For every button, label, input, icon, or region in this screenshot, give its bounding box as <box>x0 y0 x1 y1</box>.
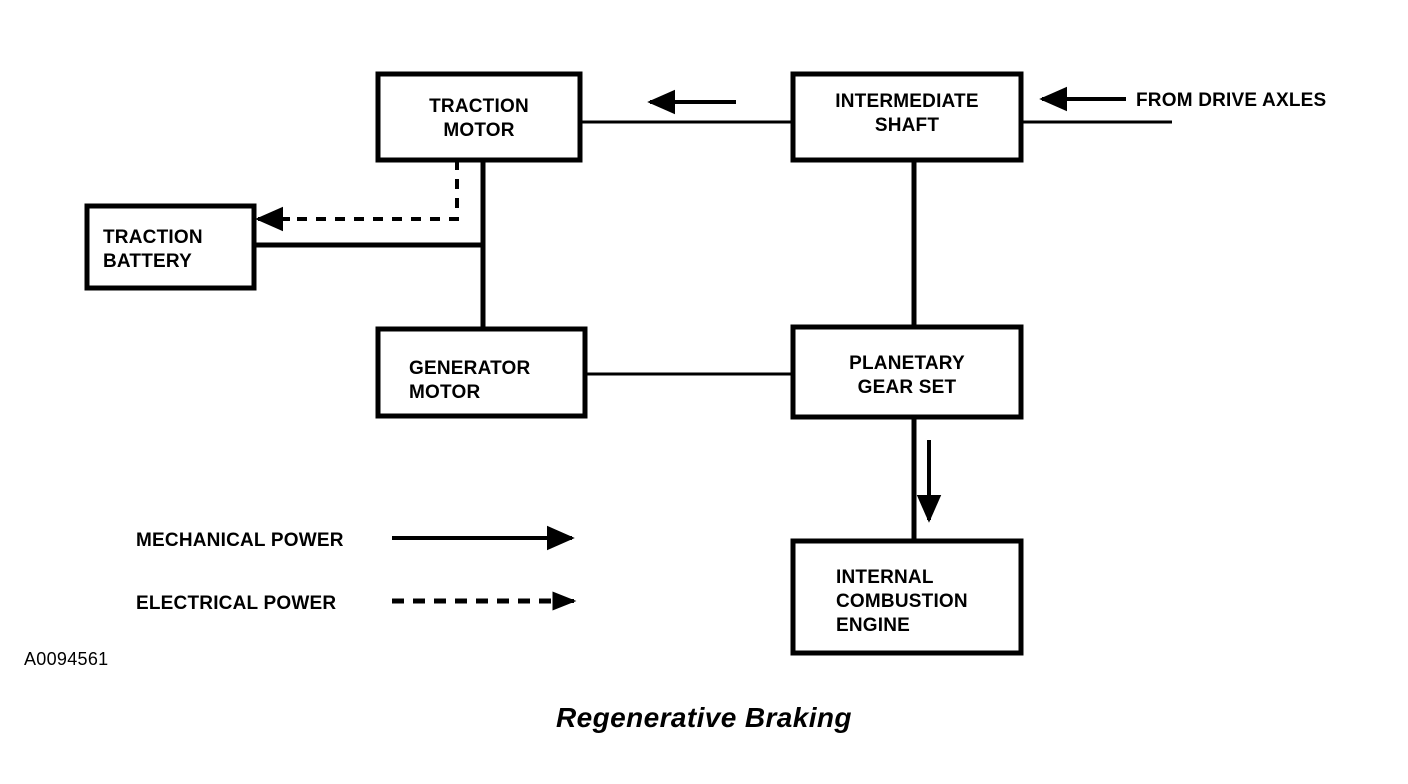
block-traction-battery[interactable]: TRACTION BATTERY <box>84 203 257 291</box>
figure-caption: Regenerative Braking <box>556 702 852 733</box>
block-intermediate-shaft-rect <box>790 71 1024 163</box>
block-traction-motor-label: TRACTION <box>429 96 529 117</box>
block-generator-motor-rect <box>375 326 588 419</box>
block-generator-motor-label: GENERATOR <box>409 358 531 379</box>
block-intermediate-shaft-label: INTERMEDIATE <box>835 91 979 112</box>
block-internal-combustion-engine-rect <box>790 538 1024 656</box>
block-intermediate-shaft[interactable]: INTERMEDIATE SHAFT <box>790 71 1024 163</box>
block-internal-combustion-engine[interactable]: INTERNAL COMBUSTION ENGINE <box>790 538 1024 656</box>
block-traction-battery-rect <box>84 203 257 291</box>
block-internal-combustion-engine-label: INTERNAL <box>836 567 934 588</box>
block-traction-battery-label: TRACTION <box>103 227 203 248</box>
block-planetary-gear-set-label-2: GEAR SET <box>858 377 957 398</box>
block-intermediate-shaft-label-2: SHAFT <box>875 115 940 136</box>
block-planetary-gear-set-rect <box>790 324 1024 420</box>
block-planetary-gear-set[interactable]: PLANETARY GEAR SET <box>790 324 1024 420</box>
label-from-drive-axles: FROM DRIVE AXLES <box>1136 90 1326 111</box>
block-internal-combustion-engine-label-2: COMBUSTION <box>836 591 968 612</box>
block-generator-motor[interactable]: GENERATOR MOTOR <box>375 326 588 419</box>
block-planetary-gear-set-label: PLANETARY <box>849 353 965 374</box>
block-traction-battery-label-2: BATTERY <box>103 251 192 272</box>
block-generator-motor-label-2: MOTOR <box>409 382 480 403</box>
reference-code: A0094561 <box>24 649 108 669</box>
link-electrical-motor-to-battery <box>272 160 459 221</box>
legend-mechanical-power-label: MECHANICAL POWER <box>136 530 344 551</box>
legend-electrical-power-label: ELECTRICAL POWER <box>136 593 336 614</box>
block-traction-motor-label-2: MOTOR <box>443 120 514 141</box>
block-traction-motor[interactable]: TRACTION MOTOR <box>375 71 583 163</box>
block-internal-combustion-engine-label-3: ENGINE <box>836 615 910 636</box>
block-traction-motor-rect <box>375 71 583 163</box>
legend: MECHANICAL POWER ELECTRICAL POWER <box>136 525 577 614</box>
